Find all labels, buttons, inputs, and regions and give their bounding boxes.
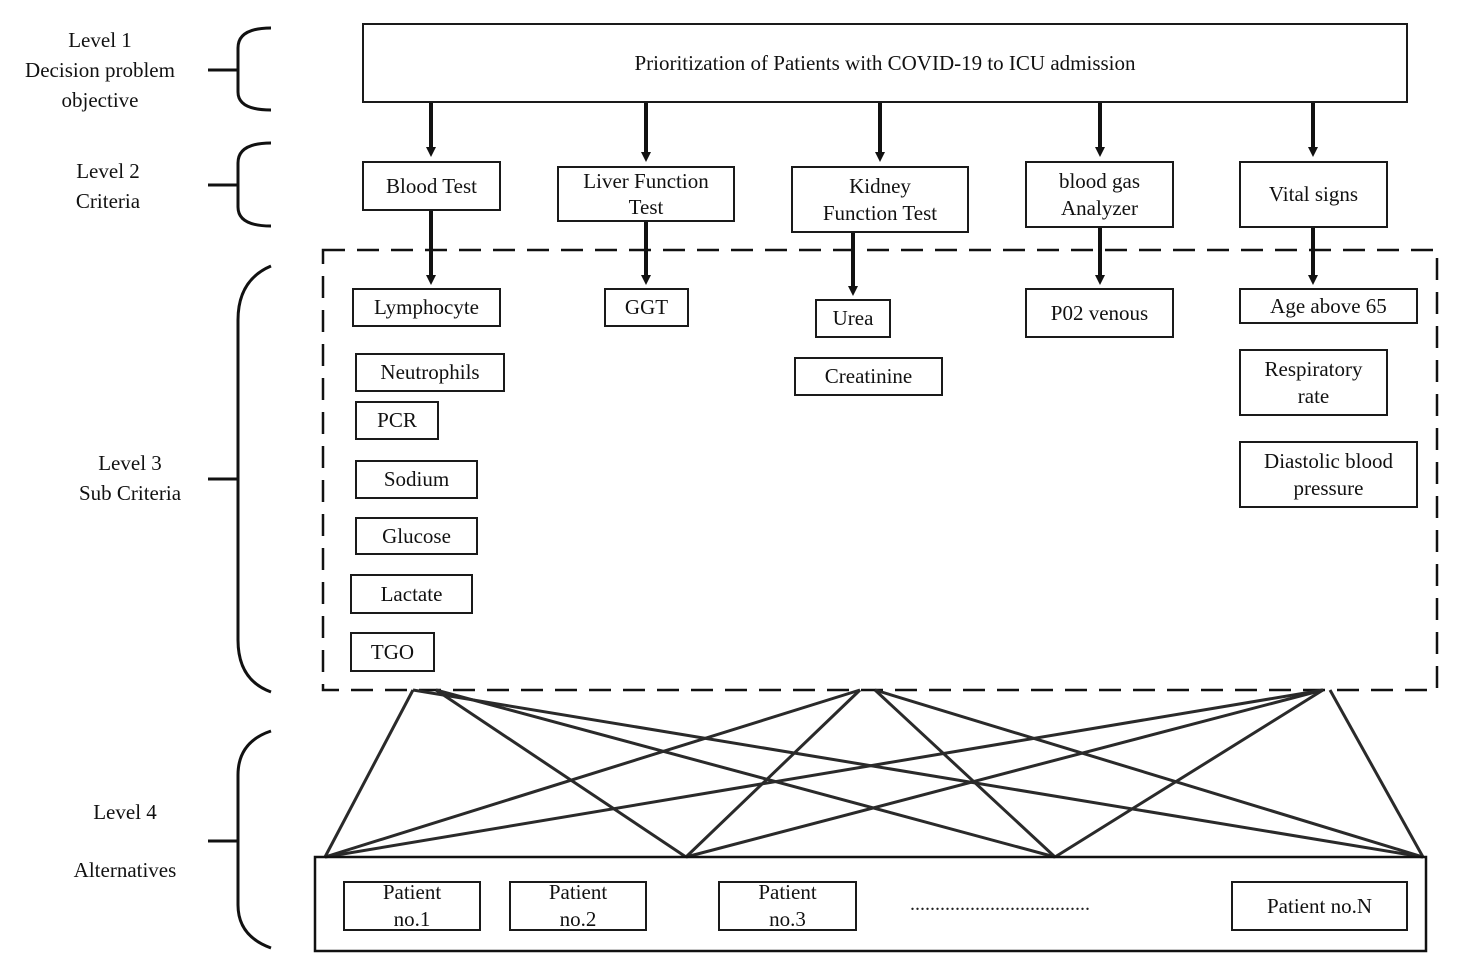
link-line — [684, 688, 862, 859]
subcriterion-ggt-label: GGT — [624, 295, 669, 320]
link-line — [435, 688, 687, 859]
alternative-patient-1: Patient no.1 — [343, 879, 481, 931]
subcriterion-glucose: Glucose — [355, 517, 478, 555]
goal-text: Prioritization of Patients with COVID-19… — [634, 50, 1136, 75]
subcriterion-diastolic-bp-label: Diastolic blood pressure — [1264, 449, 1393, 500]
subcriterion-creatinine: Creatinine — [794, 357, 943, 396]
level4-title: Level 4 — [93, 800, 157, 824]
subcriterion-lymphocyte: Lymphocyte — [352, 288, 501, 327]
level1-label: Level 1 Decision problem objective — [25, 28, 175, 112]
subcriterion-lactate-label: Lactate — [380, 581, 443, 606]
subcriterion-sodium: Sodium — [355, 460, 478, 499]
criterion-blood-gas-label: blood gas Analyzer — [1058, 169, 1141, 220]
link-line — [435, 688, 1056, 859]
subcriterion-urea-label: Urea — [832, 306, 874, 331]
level3-label: Level 3 Sub Criteria — [78, 451, 182, 505]
subcriterion-lactate: Lactate — [350, 574, 473, 614]
subcriterion-neutrophils: Neutrophils — [355, 353, 505, 392]
link-line — [1054, 688, 1324, 859]
alternative-patient-2: Patient no.2 — [509, 879, 647, 931]
alternatives-region — [313, 855, 1428, 953]
level3-brace — [208, 264, 272, 694]
subcriterion-pcr: PCR — [355, 401, 439, 440]
alternative-patient-2-label: Patient no.2 — [548, 879, 608, 931]
subcriterion-tgo: TGO — [350, 632, 435, 672]
subcriterion-tgo-label: TGO — [370, 639, 415, 664]
criterion-liver-function-label: Liver Function Test — [583, 168, 709, 219]
link-line — [324, 688, 861, 859]
criterion-vital-signs-label: Vital signs — [1268, 182, 1359, 207]
goal-box: Prioritization of Patients with COVID-19… — [362, 23, 1408, 103]
alternatives-ellipsis: .................................... — [910, 893, 1090, 915]
link-line — [685, 688, 1324, 859]
level1-brace — [208, 26, 272, 112]
alternative-patient-3-label: Patient no.3 — [758, 879, 817, 931]
criterion-vital-signs: Vital signs — [1239, 161, 1388, 228]
level2-label: Level 2 Criteria — [75, 159, 141, 213]
link-line — [324, 688, 1324, 859]
alternative-patient-n-label: Patient no.N — [1267, 893, 1372, 918]
alternative-patient-n: Patient no.N — [1231, 881, 1408, 931]
link-line — [323, 689, 415, 858]
link-line — [874, 688, 1424, 859]
alternative-patient-3: Patient no.3 — [718, 879, 857, 931]
subcriterion-lymphocyte-label: Lymphocyte — [374, 295, 479, 320]
link-line — [412, 688, 1424, 859]
subcriterion-neutrophils-label: Neutrophils — [380, 360, 480, 385]
subcriterion-respiratory-rate: Respiratory rate — [1239, 349, 1388, 416]
subcriterion-glucose-label: Glucose — [382, 523, 451, 548]
subcriterion-pcr-label: PCR — [377, 408, 417, 433]
level4-subtitle: Alternatives — [73, 858, 177, 882]
subcriterion-diastolic-bp: Diastolic blood pressure — [1239, 441, 1418, 508]
subcriterion-ggt: GGT — [604, 288, 689, 327]
subcriterion-sodium-label: Sodium — [383, 467, 450, 492]
criterion-blood-gas: blood gas Analyzer — [1025, 161, 1174, 228]
criterion-kidney-function-label: Kidney Function Test — [822, 174, 938, 225]
criterion-blood-test-label: Blood Test — [386, 173, 477, 198]
criterion-blood-test: Blood Test — [362, 161, 501, 211]
link-line — [1328, 689, 1425, 858]
criterion-liver-function: Liver Function Test — [557, 166, 735, 222]
subcriterion-urea: Urea — [815, 299, 891, 338]
level2-brace — [208, 141, 272, 228]
subcriterion-creatinine-label: Creatinine — [824, 364, 913, 389]
subcriterion-age-above-65-label: Age above 65 — [1270, 293, 1387, 318]
subcriterion-po2-venous: P02 venous — [1025, 288, 1174, 338]
subcriterion-age-above-65: Age above 65 — [1239, 288, 1418, 324]
criterion-kidney-function: Kidney Function Test — [791, 166, 969, 233]
alternative-patient-1-label: Patient no.1 — [382, 879, 442, 931]
subcriterion-respiratory-rate-label: Respiratory rate — [1264, 357, 1363, 408]
link-line — [873, 688, 1057, 859]
level4-brace — [208, 729, 272, 950]
subcriterion-po2-venous-label: P02 venous — [1050, 300, 1149, 325]
